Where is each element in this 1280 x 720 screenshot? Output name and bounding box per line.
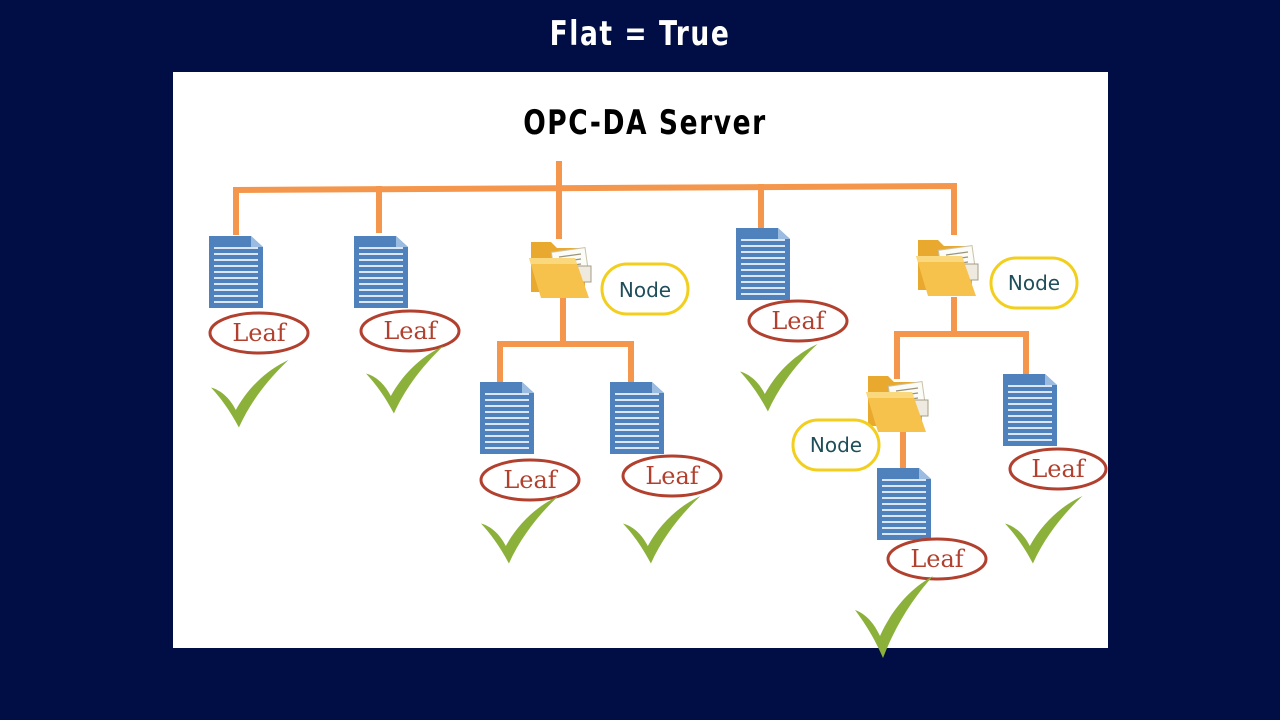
leaf-label: Leaf [910, 545, 965, 573]
node-label: Node [1008, 271, 1060, 295]
leaf-label: Leaf [645, 462, 700, 490]
document-icon [876, 467, 932, 541]
leaf-badge: Leaf [479, 458, 581, 502]
document-icon [735, 227, 791, 301]
leaf-badge: Leaf [359, 309, 461, 353]
leaf-badge: Leaf [886, 537, 988, 581]
diagram-panel: OPC-DA Server Node Node [173, 72, 1108, 648]
server-title: OPC-DA Server [523, 104, 767, 143]
node-label: Node [810, 433, 862, 457]
node-badge: Node [600, 262, 690, 316]
leaf-label: Leaf [771, 307, 826, 335]
folder-icon [865, 375, 929, 433]
document-icon [609, 381, 665, 455]
node-badge: Node [989, 256, 1079, 310]
node-badge: Node [791, 418, 881, 472]
node-label: Node [619, 278, 671, 302]
leaf-label: Leaf [503, 466, 558, 494]
document-icon [1002, 373, 1058, 447]
folder-icon [915, 239, 979, 297]
connector-lines [233, 161, 1029, 471]
checkmark-icon [623, 496, 701, 564]
document-icon [208, 235, 264, 309]
tree-diagram: OPC-DA Server Node Node [208, 104, 1108, 581]
leaf-badge: Leaf [1008, 447, 1108, 491]
leaf-label: Leaf [383, 317, 438, 345]
folder-icon [528, 241, 592, 299]
slide-title: Flat = True [549, 14, 731, 54]
document-icon [353, 235, 409, 309]
checkmark-icon [740, 344, 818, 412]
checkmark-icon [366, 346, 444, 414]
checkmark-icon [481, 496, 559, 564]
leaf-badge: Leaf [621, 454, 723, 498]
leaf-badge: Leaf [208, 311, 310, 355]
leaf-label: Leaf [1031, 455, 1086, 483]
leaf-label: Leaf [232, 319, 287, 347]
checkmark-icon [855, 576, 933, 658]
checkmark-icon [1005, 496, 1083, 564]
leaf-badge: Leaf [747, 299, 849, 343]
document-icon [479, 381, 535, 455]
checkmark-icon [211, 360, 289, 428]
